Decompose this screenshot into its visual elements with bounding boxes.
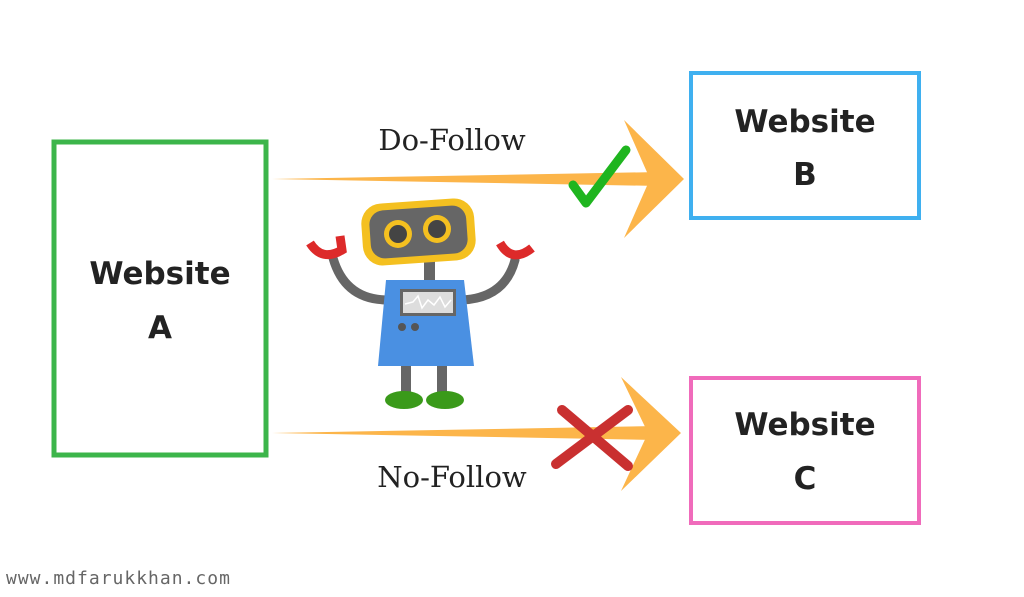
dofollow-label: Do-Follow — [378, 123, 526, 157]
cross-icon — [551, 405, 633, 471]
website-c-box: Website C — [689, 376, 921, 525]
check-icon — [568, 145, 631, 208]
website-a-letter: A — [148, 310, 172, 346]
website-c-label: Website — [734, 407, 875, 443]
website-b-letter: B — [793, 157, 817, 193]
dofollow-arrow — [272, 120, 684, 238]
nofollow-label: No-Follow — [377, 460, 527, 494]
robot-illustration — [306, 198, 535, 409]
website-b-label: Website — [734, 104, 875, 140]
footer-url: www.mdfarukkhan.com — [6, 568, 231, 589]
website-a-box: Website A — [51, 139, 269, 458]
website-a-label: Website — [89, 256, 230, 292]
website-c-letter: C — [794, 461, 817, 497]
nofollow-arrow — [272, 377, 681, 491]
website-b-box: Website B — [689, 71, 921, 220]
